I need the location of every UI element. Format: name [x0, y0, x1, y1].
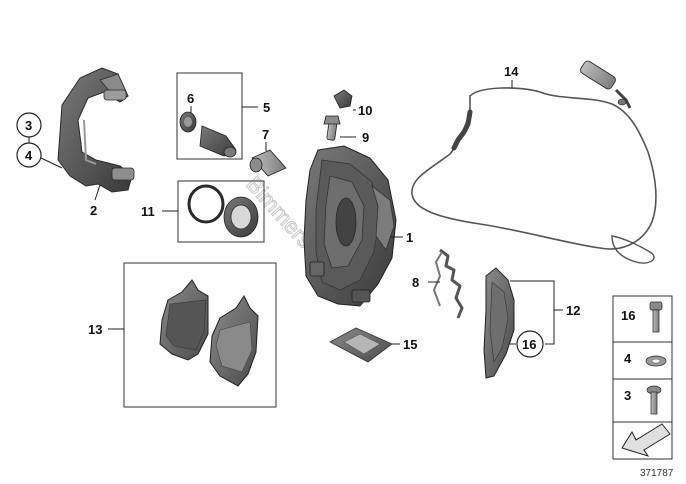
part-7-guide-bolt	[249, 149, 287, 177]
label-1: 1	[406, 230, 413, 245]
group-box-13	[123, 262, 277, 408]
label-5: 5	[263, 100, 270, 115]
label-2: 2	[90, 203, 97, 218]
label-4: 4	[25, 148, 33, 163]
label-9: 9	[362, 130, 369, 145]
part-11-dust-boot	[223, 196, 259, 238]
label-6: 6	[187, 91, 194, 106]
part-1-brake-caliper	[303, 145, 397, 307]
part-14-wear-sensor	[411, 60, 657, 264]
label-3: 3	[25, 118, 32, 133]
part-10-bleeder-cap	[333, 89, 353, 109]
part-13-brake-pad-front	[159, 279, 209, 361]
part-9-bleeder-screw	[323, 115, 341, 141]
part-5-guide-sleeve	[199, 125, 237, 158]
label-12: 12	[566, 303, 580, 318]
part-6-boot	[179, 111, 197, 133]
washer-4-icon	[645, 355, 667, 367]
diagram-id: 371787	[640, 468, 674, 479]
label-10: 10	[358, 103, 372, 118]
part-8-anti-rattle-spring	[432, 248, 464, 319]
hardware-legend: 16 4 3	[612, 295, 673, 460]
legend-label-4: 4	[624, 351, 632, 366]
legend-label-3: 3	[624, 388, 631, 403]
label-15: 15	[403, 337, 417, 352]
part-11-seal-ring	[187, 184, 225, 224]
label-8: 8	[412, 275, 419, 290]
label-7: 7	[262, 127, 269, 142]
part-13-brake-pad-rear	[209, 295, 259, 387]
bolt-16-icon	[649, 301, 663, 333]
part-15-grease-packet	[329, 327, 393, 363]
part-12-caliper-shim	[483, 267, 515, 379]
group-box-5	[176, 72, 243, 160]
part-2-carrier-bracket	[57, 67, 135, 193]
legend-label-16: 16	[621, 308, 635, 323]
callout-circle-16	[516, 330, 544, 358]
label-13: 13	[88, 322, 102, 337]
label-11: 11	[141, 204, 155, 219]
label-16: 16	[522, 337, 536, 352]
bolt-3-icon	[646, 385, 662, 415]
direction-arrow-icon	[621, 423, 671, 457]
label-14: 14	[504, 64, 519, 79]
